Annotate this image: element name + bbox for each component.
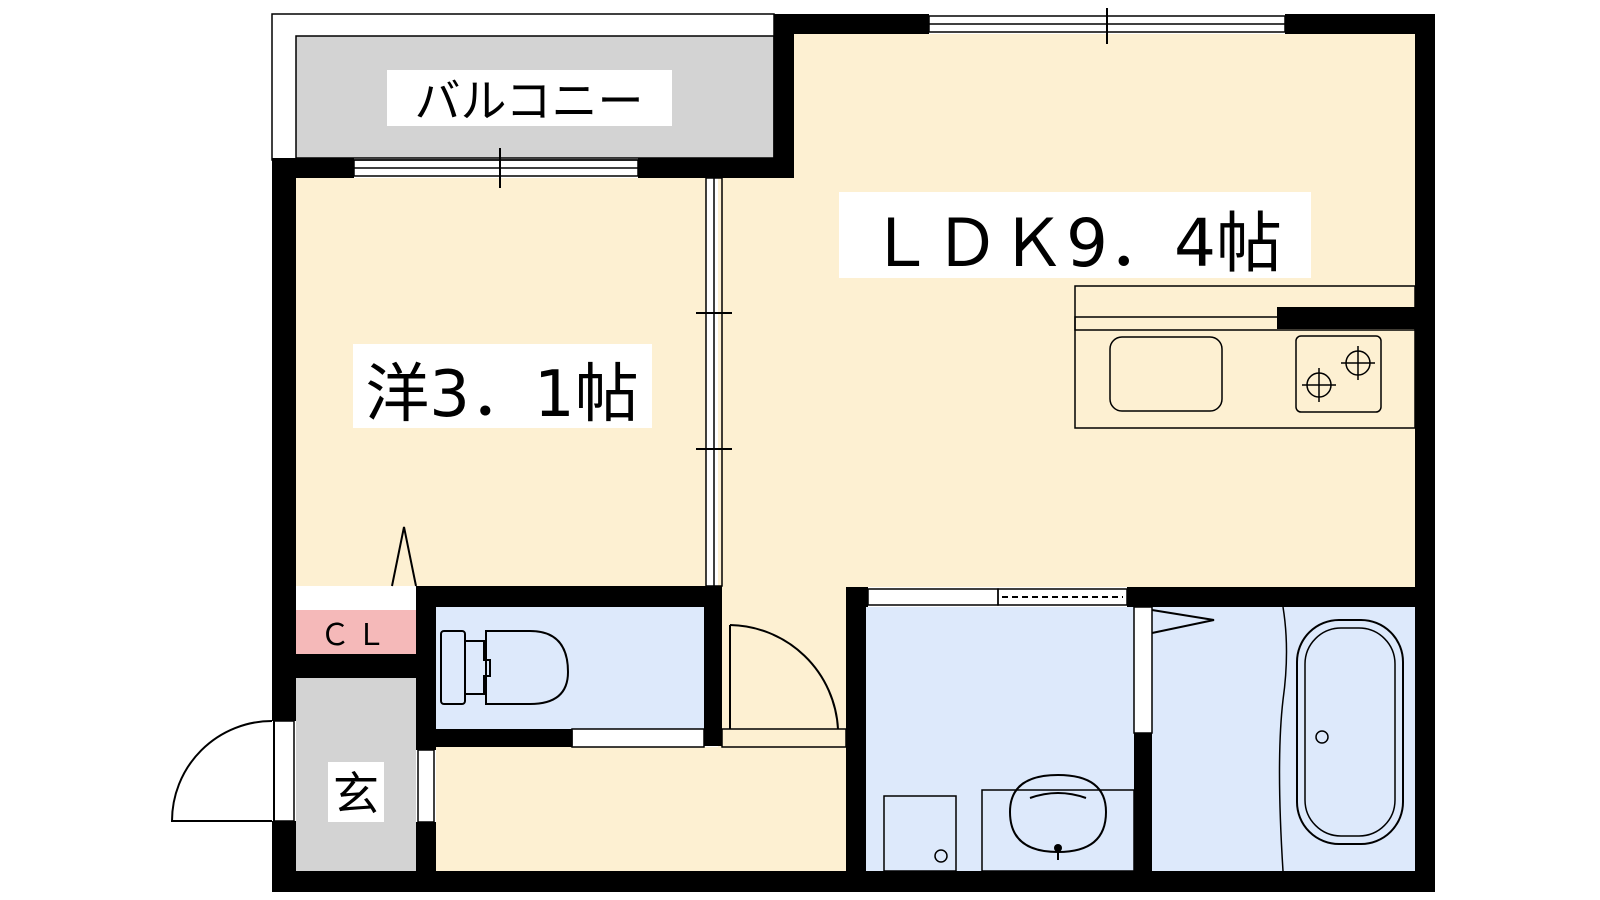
stove-icon [1295, 335, 1382, 413]
sliding-partition [696, 177, 732, 587]
balcony-label: バルコニー [414, 74, 643, 128]
washroom-sliding-door [867, 588, 1128, 606]
closet-label-group: ＣＬ [320, 618, 392, 653]
hallway-floor [436, 747, 846, 871]
ldk-floor-lower [718, 175, 846, 587]
sink-icon [1109, 336, 1223, 412]
balcony-label-group: バルコニー [387, 70, 672, 128]
entrance-label: 玄 [333, 767, 379, 821]
hall-door [721, 624, 847, 748]
western-room-label-group: 洋3．1帖 [353, 344, 652, 432]
walls [272, 14, 1435, 892]
ldk-label-group: ＬＤＫ9．4帖 [839, 192, 1311, 282]
hallway-door-floor [718, 587, 846, 747]
closet-door-marker [391, 526, 417, 587]
washing-machine-space [883, 795, 957, 872]
western-room-label: 洋3．1帖 [365, 358, 638, 432]
closet-top-strip [296, 586, 416, 610]
kitchen-counter [1074, 285, 1416, 429]
ldk-top-window [928, 8, 1286, 44]
closet-floor [296, 610, 416, 654]
ldk-label: ＬＤＫ9．4帖 [868, 205, 1282, 282]
closet-label: ＣＬ [320, 618, 392, 653]
entrance-door [170, 720, 295, 822]
western-top-window [353, 148, 639, 188]
room-fills [296, 34, 1415, 871]
bathtub-icon [1278, 606, 1404, 872]
washbasin-icon [981, 773, 1135, 872]
washroom-floor [866, 607, 1134, 871]
entrance-label-group: 玄 [328, 762, 384, 822]
bathroom-floor [1152, 607, 1415, 871]
toilet-room-floor [436, 607, 704, 729]
entrance-step-line [417, 749, 435, 823]
bathroom-door [1133, 606, 1215, 734]
toilet-icon [440, 630, 570, 705]
toilet-sliding-door [435, 728, 705, 748]
